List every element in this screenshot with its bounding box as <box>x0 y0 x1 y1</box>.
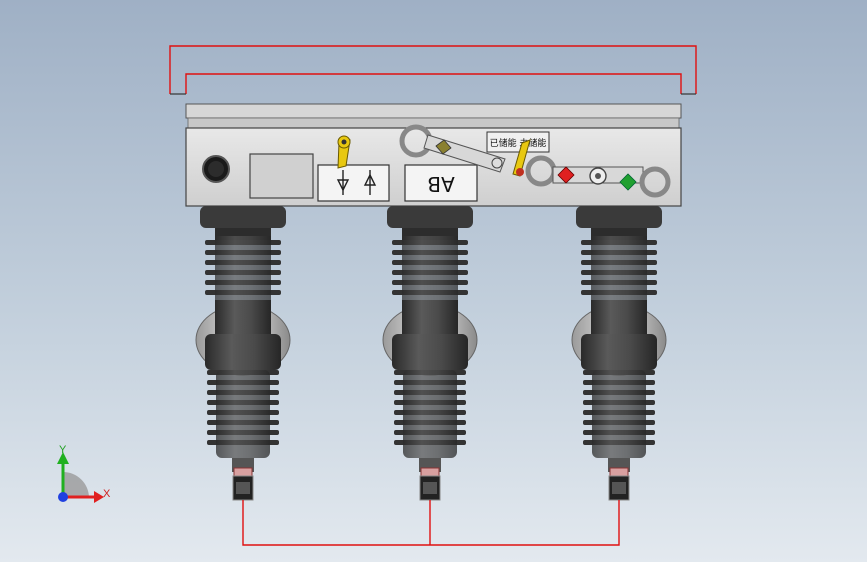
triad-axis-icon[interactable]: Y X <box>57 444 111 503</box>
spring-status-plate: 已储能 未储能 <box>486 131 550 153</box>
bottom-busbar-wire <box>242 500 620 546</box>
phase-label: AB <box>427 172 454 196</box>
open-marker-icon <box>619 173 637 191</box>
pole-a[interactable] <box>195 206 291 501</box>
operating-handle-icon[interactable] <box>337 135 351 169</box>
linkage-arm[interactable] <box>399 124 506 173</box>
arrow-down-icon <box>336 170 350 195</box>
phase-label-plate: AB <box>404 164 478 202</box>
top-cover-wireframe <box>169 45 697 95</box>
manual-operating-rod[interactable] <box>525 155 671 198</box>
spring-status-text: 已储能 未储能 <box>490 137 547 149</box>
energy-storage-lever[interactable] <box>512 139 531 177</box>
arrow-up-icon <box>363 170 377 195</box>
axis-x-label: X <box>103 488 111 500</box>
position-indicator-plate <box>317 164 390 202</box>
close-marker-icon <box>557 166 575 184</box>
axis-y-label: Y <box>59 444 67 456</box>
aviation-connector[interactable] <box>202 155 230 183</box>
nameplate <box>249 153 314 199</box>
indicator-plate-text: A A <box>353 210 355 213</box>
pole-b[interactable] <box>382 206 478 501</box>
pole-c[interactable] <box>571 206 667 501</box>
